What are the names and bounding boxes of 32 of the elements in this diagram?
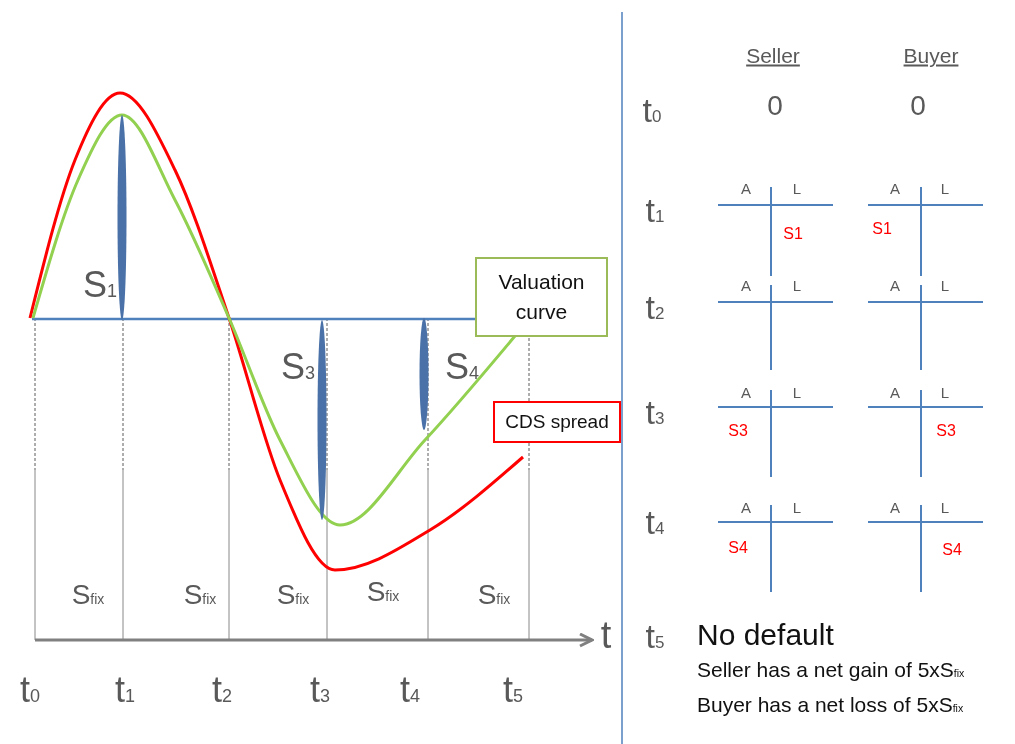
callout-box	[493, 401, 621, 443]
axis-label: L	[940, 277, 950, 293]
entry-value: S1	[783, 226, 803, 242]
axis-label: L	[792, 384, 802, 400]
callout-box	[475, 257, 608, 337]
axis-label: t	[600, 616, 612, 654]
axis-label: L	[940, 180, 950, 196]
axis-label: L	[792, 499, 802, 515]
entry-value: S1	[872, 221, 892, 237]
callout-text: CDS spread	[505, 410, 609, 435]
entry-value: S4	[728, 540, 748, 556]
column-heading: Seller	[746, 44, 800, 66]
entry-value: S3	[936, 423, 956, 439]
entry-value: S3	[728, 423, 748, 439]
axis-label: L	[940, 384, 950, 400]
axis-label: 0	[910, 92, 926, 120]
axis-label: A	[890, 277, 900, 293]
axis-label: A	[741, 180, 751, 196]
axis-label: L	[940, 499, 950, 515]
axis-label: 0	[767, 92, 783, 120]
axis-label: A	[741, 384, 751, 400]
axis-label: L	[792, 277, 802, 293]
entry-value: S4	[942, 542, 962, 558]
axis-label: A	[890, 384, 900, 400]
column-heading: Buyer	[903, 44, 959, 66]
note-text: No default	[697, 620, 834, 650]
callout-text: Valuation curve	[497, 268, 586, 325]
axis-label: A	[741, 499, 751, 515]
axis-label: A	[890, 499, 900, 515]
axis-label: A	[741, 277, 751, 293]
axis-label: A	[890, 180, 900, 196]
axis-label: L	[792, 180, 802, 196]
